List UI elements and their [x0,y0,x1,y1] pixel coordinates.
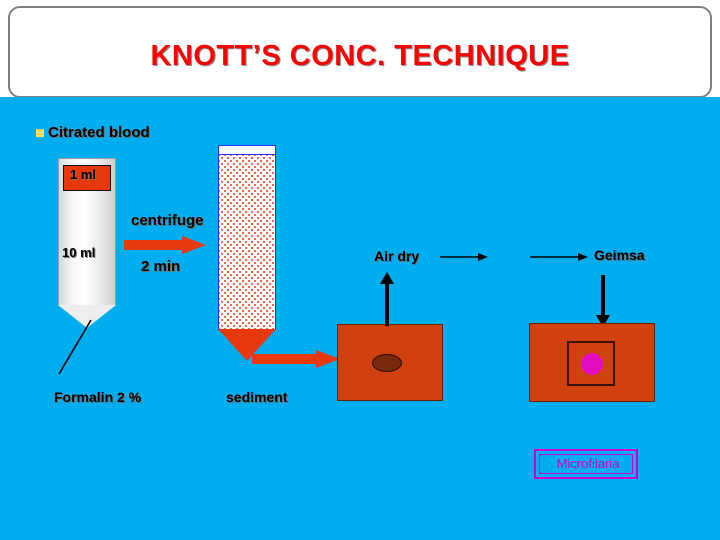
air-dry-right-arrow-icon [440,253,488,261]
bullet-label: Citrated blood [48,124,150,141]
blood-collection-tube [58,158,116,328]
tube-plasma-body [218,155,276,330]
geimsa-right-arrow-icon [530,253,588,261]
label-centrifuge-time: 2 min [141,258,181,275]
sediment-to-slide-arrow-icon [252,350,340,368]
smear-slide-stained [529,323,655,402]
smear-drop-icon [372,354,402,372]
label-volume-10ml: 10 ml [62,245,96,260]
microfilaria-dot-icon [581,353,603,375]
formalin-leader-line [58,319,92,375]
result-badge: Microfilaria [534,449,638,479]
tube-conical-tip [58,305,116,328]
title-frame [8,6,712,98]
microscope-field-frame [567,341,615,386]
centrifuged-tube [218,145,276,361]
label-centrifuge: centrifuge [131,212,204,229]
label-geimsa: Geimsa [594,247,645,263]
label-sediment: sediment [226,389,288,405]
label-air-dry: Air dry [374,248,420,264]
bullet-citrated-blood: Citrated blood [36,124,150,141]
page-title: KNOTT’S CONC. TECHNIQUE [150,40,570,72]
tube-cap [218,145,276,155]
result-badge-inner-border [539,454,633,474]
label-volume-1ml: 1 ml [70,167,97,182]
air-dry-up-arrow-icon [380,272,394,326]
geimsa-down-arrow-icon [596,275,610,327]
result-label: Microfilaria [556,456,620,471]
smear-slide-wet [337,324,443,401]
label-formalin: Formalin 2 % [54,389,142,405]
square-bullet-icon [36,128,44,137]
centrifuge-arrow-icon [124,236,206,254]
tube-top-band [63,165,111,191]
